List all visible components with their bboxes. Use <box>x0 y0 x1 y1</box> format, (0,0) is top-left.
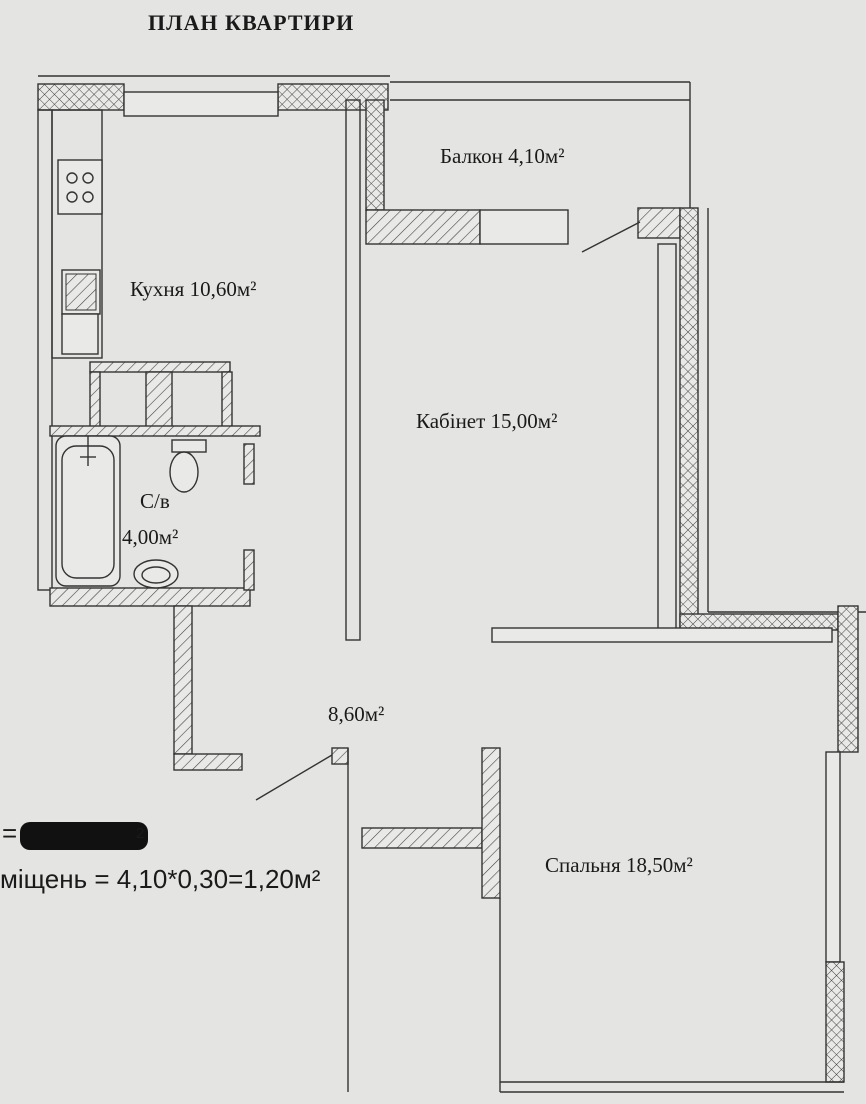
room-label-bedroom: Спальня 18,50м² <box>545 853 693 877</box>
room-label-office: Кабінет 15,00м² <box>416 409 557 433</box>
bathroom-fixtures <box>55 435 207 589</box>
plan-title: ПЛАН КВАРТИРИ <box>148 10 354 35</box>
kitchen-fixtures <box>51 109 103 359</box>
redacted-superscript: 2 <box>136 825 144 842</box>
room-label-bathroom: С/в <box>140 489 170 513</box>
interior-walls <box>49 99 833 1092</box>
redaction-mark <box>20 822 148 850</box>
balcony-calculation: міщень = 4,10*0,30=1,20м² <box>0 864 321 894</box>
room-label-balcony: Балкон 4,10м² <box>440 144 565 168</box>
room-label-hall: 8,60м² <box>328 702 384 726</box>
bathtub-icon <box>55 435 121 587</box>
exterior-walls <box>37 75 866 1093</box>
sink-icon <box>61 269 101 355</box>
washbasin-icon <box>133 559 179 589</box>
toilet-icon <box>169 439 207 493</box>
redacted-total: = <box>2 818 17 848</box>
room-label-kitchen: Кухня 10,60м² <box>130 277 256 301</box>
stove-icon <box>57 159 103 215</box>
room-label-bathroom-area: 4,00м² <box>122 525 178 549</box>
